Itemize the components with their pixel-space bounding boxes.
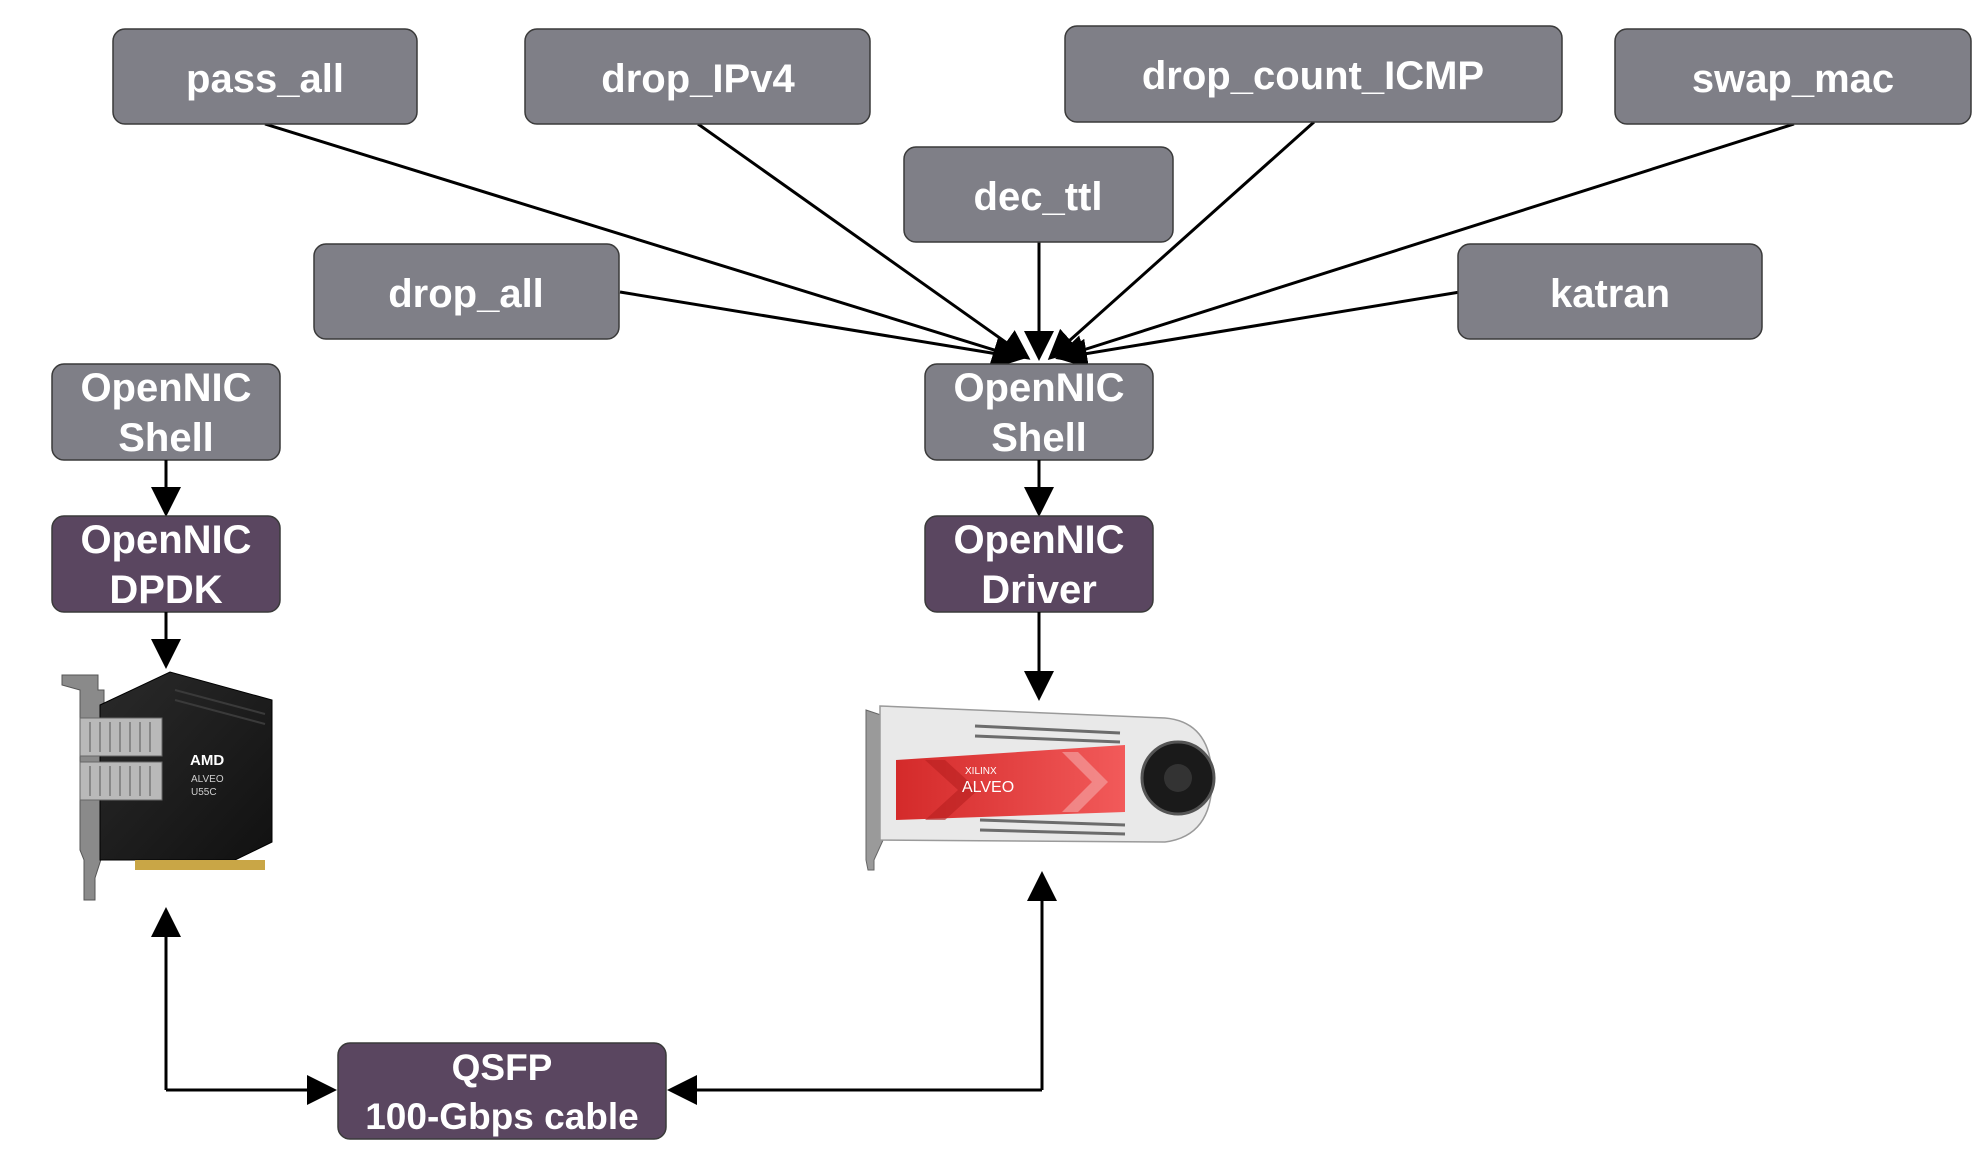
- card-brand-text: AMD: [190, 752, 224, 769]
- program-drop-count-icmp: drop_count_ICMP: [1064, 25, 1563, 123]
- cable-line1: QSFP: [452, 1047, 553, 1088]
- card-name-text: ALVEO: [962, 779, 1014, 796]
- qsfp-cable-box: QSFP 100-Gbps cable: [337, 1042, 667, 1140]
- alveo-u55c-card-image: AMD ALVEO U55C: [61, 671, 273, 901]
- program-swap-mac: swap_mac: [1614, 28, 1972, 125]
- arrow-drop-ipv4: [697, 122, 1031, 360]
- card-brand-text: XILINX: [965, 766, 997, 777]
- program-label: drop_all: [388, 272, 544, 316]
- program-label: pass_all: [186, 57, 344, 101]
- card-line2-text: U55C: [191, 787, 217, 798]
- arrow-drop-count-icmp: [1047, 120, 1315, 360]
- arrow-katran: [1057, 290, 1461, 369]
- right-opennic-driver: OpenNIC Driver: [924, 515, 1154, 613]
- left-shell-line2: Shell: [118, 416, 214, 460]
- program-label: dec_ttl: [974, 175, 1103, 219]
- program-drop-all: drop_all: [313, 243, 620, 340]
- arrow-drop-all: [619, 290, 1025, 369]
- cable-line2: 100-Gbps cable: [365, 1096, 639, 1137]
- right-shell-line2: Shell: [991, 416, 1087, 460]
- alveo-xilinx-card-image: XILINX ALVEO: [865, 705, 1216, 871]
- left-dpdk-line1: OpenNIC: [80, 518, 251, 562]
- left-opennic-dpdk: OpenNIC DPDK: [51, 515, 281, 613]
- program-label: swap_mac: [1692, 57, 1894, 101]
- program-dec-ttl: dec_ttl: [903, 146, 1174, 243]
- left-dpdk-line2: DPDK: [109, 568, 222, 612]
- right-opennic-shell: OpenNIC Shell: [924, 363, 1154, 461]
- program-label: drop_count_ICMP: [1142, 54, 1484, 98]
- program-label: katran: [1550, 272, 1670, 316]
- program-arrows: [264, 120, 1795, 369]
- program-katran: katran: [1457, 243, 1763, 340]
- link-right-card-to-cable: [667, 871, 1057, 1105]
- right-driver-line1: OpenNIC: [953, 518, 1124, 562]
- card-line1-text: ALVEO: [191, 774, 224, 785]
- program-drop-ipv4: drop_IPv4: [524, 28, 871, 125]
- arrow-swap-mac: [1055, 122, 1795, 365]
- link-left-card-to-cable: [151, 907, 337, 1105]
- right-driver-line2: Driver: [981, 568, 1097, 612]
- left-shell-line1: OpenNIC: [80, 366, 251, 410]
- arrow-pass-all: [264, 122, 1023, 365]
- program-label: drop_IPv4: [601, 57, 795, 101]
- program-pass-all: pass_all: [112, 28, 418, 125]
- right-shell-line1: OpenNIC: [953, 366, 1124, 410]
- left-opennic-shell: OpenNIC Shell: [51, 363, 281, 461]
